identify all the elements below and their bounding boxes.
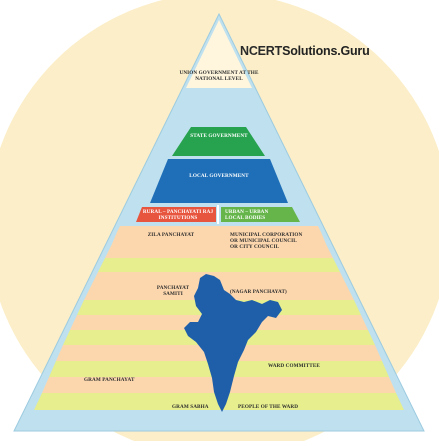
lower-bands (34, 226, 404, 410)
nagar-panchayat-label: (Nagar Panchayat) (230, 289, 287, 295)
municipal-label: Municipal Corporation or Municipal Counc… (230, 232, 303, 250)
zila-panchayat-label: Zila Panchayat (147, 232, 195, 238)
gram-sabha-label: Gram Sabha (172, 404, 209, 410)
watermark: NCERTSolutions.Guru (240, 44, 370, 58)
watermark-rest: Solutions.Guru (282, 44, 370, 58)
local-government-tier (150, 159, 288, 203)
urban-tier (221, 207, 300, 222)
watermark-prefix: NCERT (240, 44, 283, 58)
local-government-label: Local Government (189, 173, 249, 179)
urban-label: Urban – Urban Local Bodies (225, 209, 269, 221)
people-of-ward-label: People of the Ward (238, 404, 299, 410)
india-map (184, 274, 282, 412)
ward-committee-label: Ward Committee (268, 363, 320, 369)
rural-label: Rural – Panchayati Raj Institutions (142, 209, 214, 221)
gram-panchayat-label: Gram Panchayat (84, 377, 135, 383)
state-government-tier (172, 127, 265, 156)
panchayat-samiti-label: Panchayat Samiti (156, 285, 190, 297)
union-government-label: Union Government at the National Level (179, 70, 259, 82)
peak-region (186, 20, 252, 88)
state-government-label: State Government (190, 133, 248, 139)
